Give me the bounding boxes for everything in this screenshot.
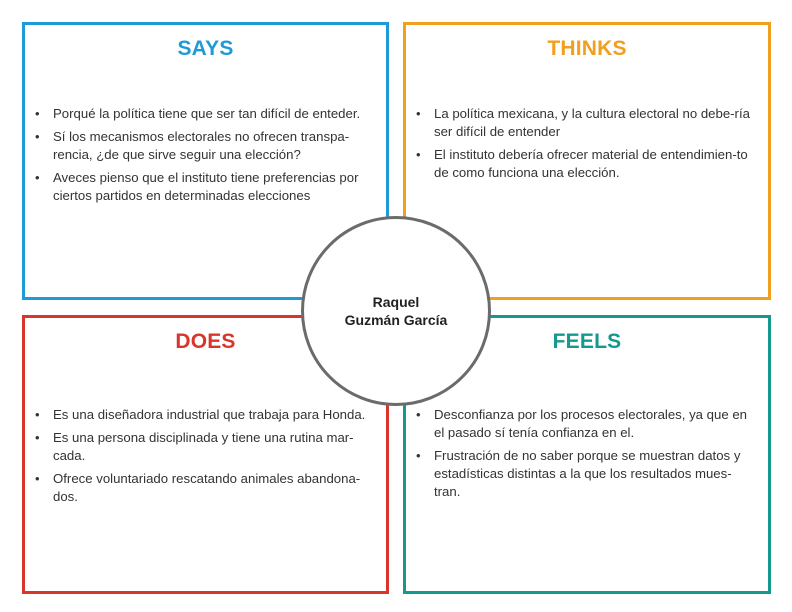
- persona-first-name: Raquel: [372, 294, 420, 310]
- persona-circle: Raquel Guzmán García: [301, 216, 491, 406]
- list-item-text: Porqué la política tiene que ser tan dif…: [53, 106, 361, 121]
- list-item: • Desconfianza por los procesos electoral…: [416, 406, 754, 442]
- bullet-icon: •: [35, 430, 40, 445]
- list-item: • Ofrece voluntariado rescatando animales…: [35, 470, 372, 506]
- feels-title: FEELS: [552, 330, 622, 353]
- list-item: • La política mexicana, y la cultura elec…: [416, 105, 754, 141]
- list-item-text: Ofrece voluntariado rescatando animales …: [53, 471, 361, 504]
- list-item: • Sí los mecanismos electorales no ofrece…: [35, 128, 374, 164]
- list-item-text: El instituto debería ofrecer material de…: [434, 147, 748, 180]
- list-item: • Frustración de no saber porque se muest…: [416, 447, 754, 501]
- bullet-icon: •: [35, 106, 40, 121]
- feels-quadrant: FEELS • Desconfianza por los procesos ele…: [403, 315, 771, 594]
- bullet-icon: •: [416, 448, 421, 463]
- does-title: DOES: [175, 330, 236, 353]
- bullet-icon: •: [35, 407, 40, 422]
- list-item-text: Frustración de no saber porque se muestr…: [434, 448, 741, 499]
- list-item: • Es una persona disciplinada y tiene una…: [35, 429, 372, 465]
- bullet-icon: •: [35, 129, 40, 144]
- does-list: • Es una diseñadora industrial que trabaj…: [35, 406, 372, 511]
- says-title: SAYS: [177, 37, 234, 60]
- thinks-title: THINKS: [547, 37, 627, 60]
- list-item-text: Sí los mecanismos electorales no ofrecen…: [53, 129, 350, 162]
- list-item-text: Es una diseñadora industrial que trabaja…: [53, 407, 366, 422]
- list-item: • Porqué la política tiene que ser tan di…: [35, 105, 374, 123]
- persona-name: Raquel Guzmán García: [345, 293, 448, 329]
- list-item-text: Aveces pienso que el instituto tiene pre…: [53, 170, 359, 203]
- bullet-icon: •: [35, 170, 40, 185]
- list-item-text: Desconfianza por los procesos electorale…: [434, 407, 748, 440]
- bullet-icon: •: [35, 471, 40, 486]
- list-item: • Es una diseñadora industrial que trabaj…: [35, 406, 372, 424]
- bullet-icon: •: [416, 407, 421, 422]
- list-item-text: Es una persona disciplinada y tiene una …: [53, 430, 354, 463]
- list-item-text: La política mexicana, y la cultura elect…: [434, 106, 750, 139]
- list-item: • Aveces pienso que el instituto tiene pr…: [35, 169, 374, 205]
- list-item: • El instituto debería ofrecer material d…: [416, 146, 754, 182]
- bullet-icon: •: [416, 147, 421, 162]
- bullet-icon: •: [416, 106, 421, 121]
- says-list: • Porqué la política tiene que ser tan di…: [35, 105, 374, 210]
- says-quadrant: SAYS • Porqué la política tiene que ser t…: [22, 22, 389, 300]
- feels-list: • Desconfianza por los procesos electoral…: [416, 406, 754, 506]
- persona-last-name: Guzmán García: [344, 312, 448, 328]
- thinks-list: • La política mexicana, y la cultura elec…: [416, 105, 754, 187]
